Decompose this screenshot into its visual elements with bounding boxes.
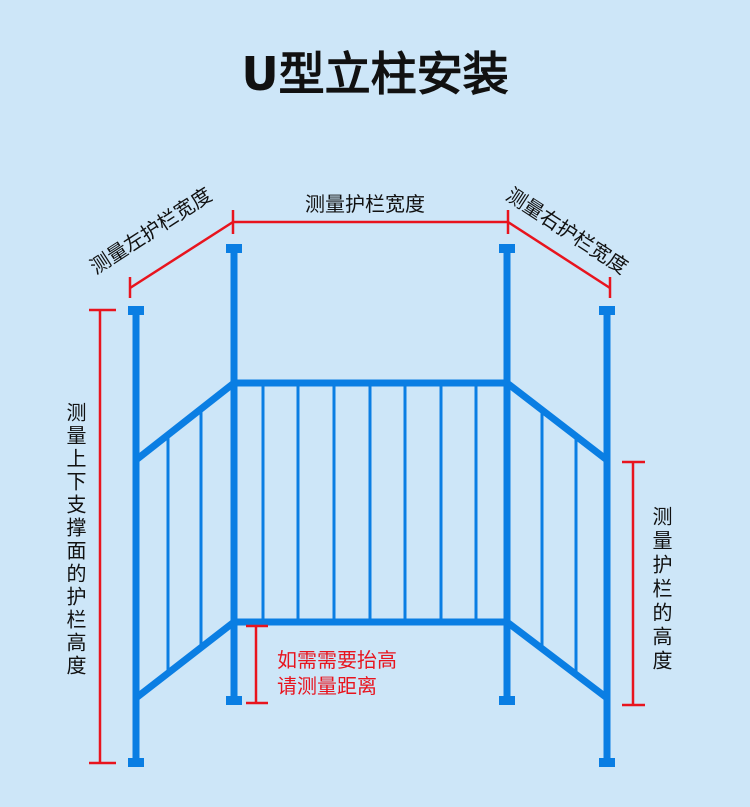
guardrail-height-label: 测量护栏的高度 bbox=[649, 506, 673, 674]
post-caps bbox=[128, 244, 615, 767]
measurement-lines bbox=[89, 210, 645, 765]
guardrail-frame bbox=[132, 250, 611, 762]
lift-note-line1: 如需需要抬高 bbox=[277, 648, 397, 672]
right-top-rail bbox=[504, 380, 610, 463]
lift-note-line2: 请测量距离 bbox=[277, 674, 377, 698]
guardrail-width-label: 测量护栏宽度 bbox=[305, 192, 425, 216]
support-surface-height-label: 测量上下支撑面的护栏高度 bbox=[63, 402, 87, 678]
page-title: U型立柱安装 bbox=[241, 47, 509, 101]
right-bottom-rail bbox=[504, 619, 610, 701]
left-bottom-rail bbox=[133, 619, 237, 701]
side-pickets bbox=[166, 409, 578, 675]
middle-pickets bbox=[261, 383, 478, 622]
left-top-rail bbox=[133, 380, 237, 463]
